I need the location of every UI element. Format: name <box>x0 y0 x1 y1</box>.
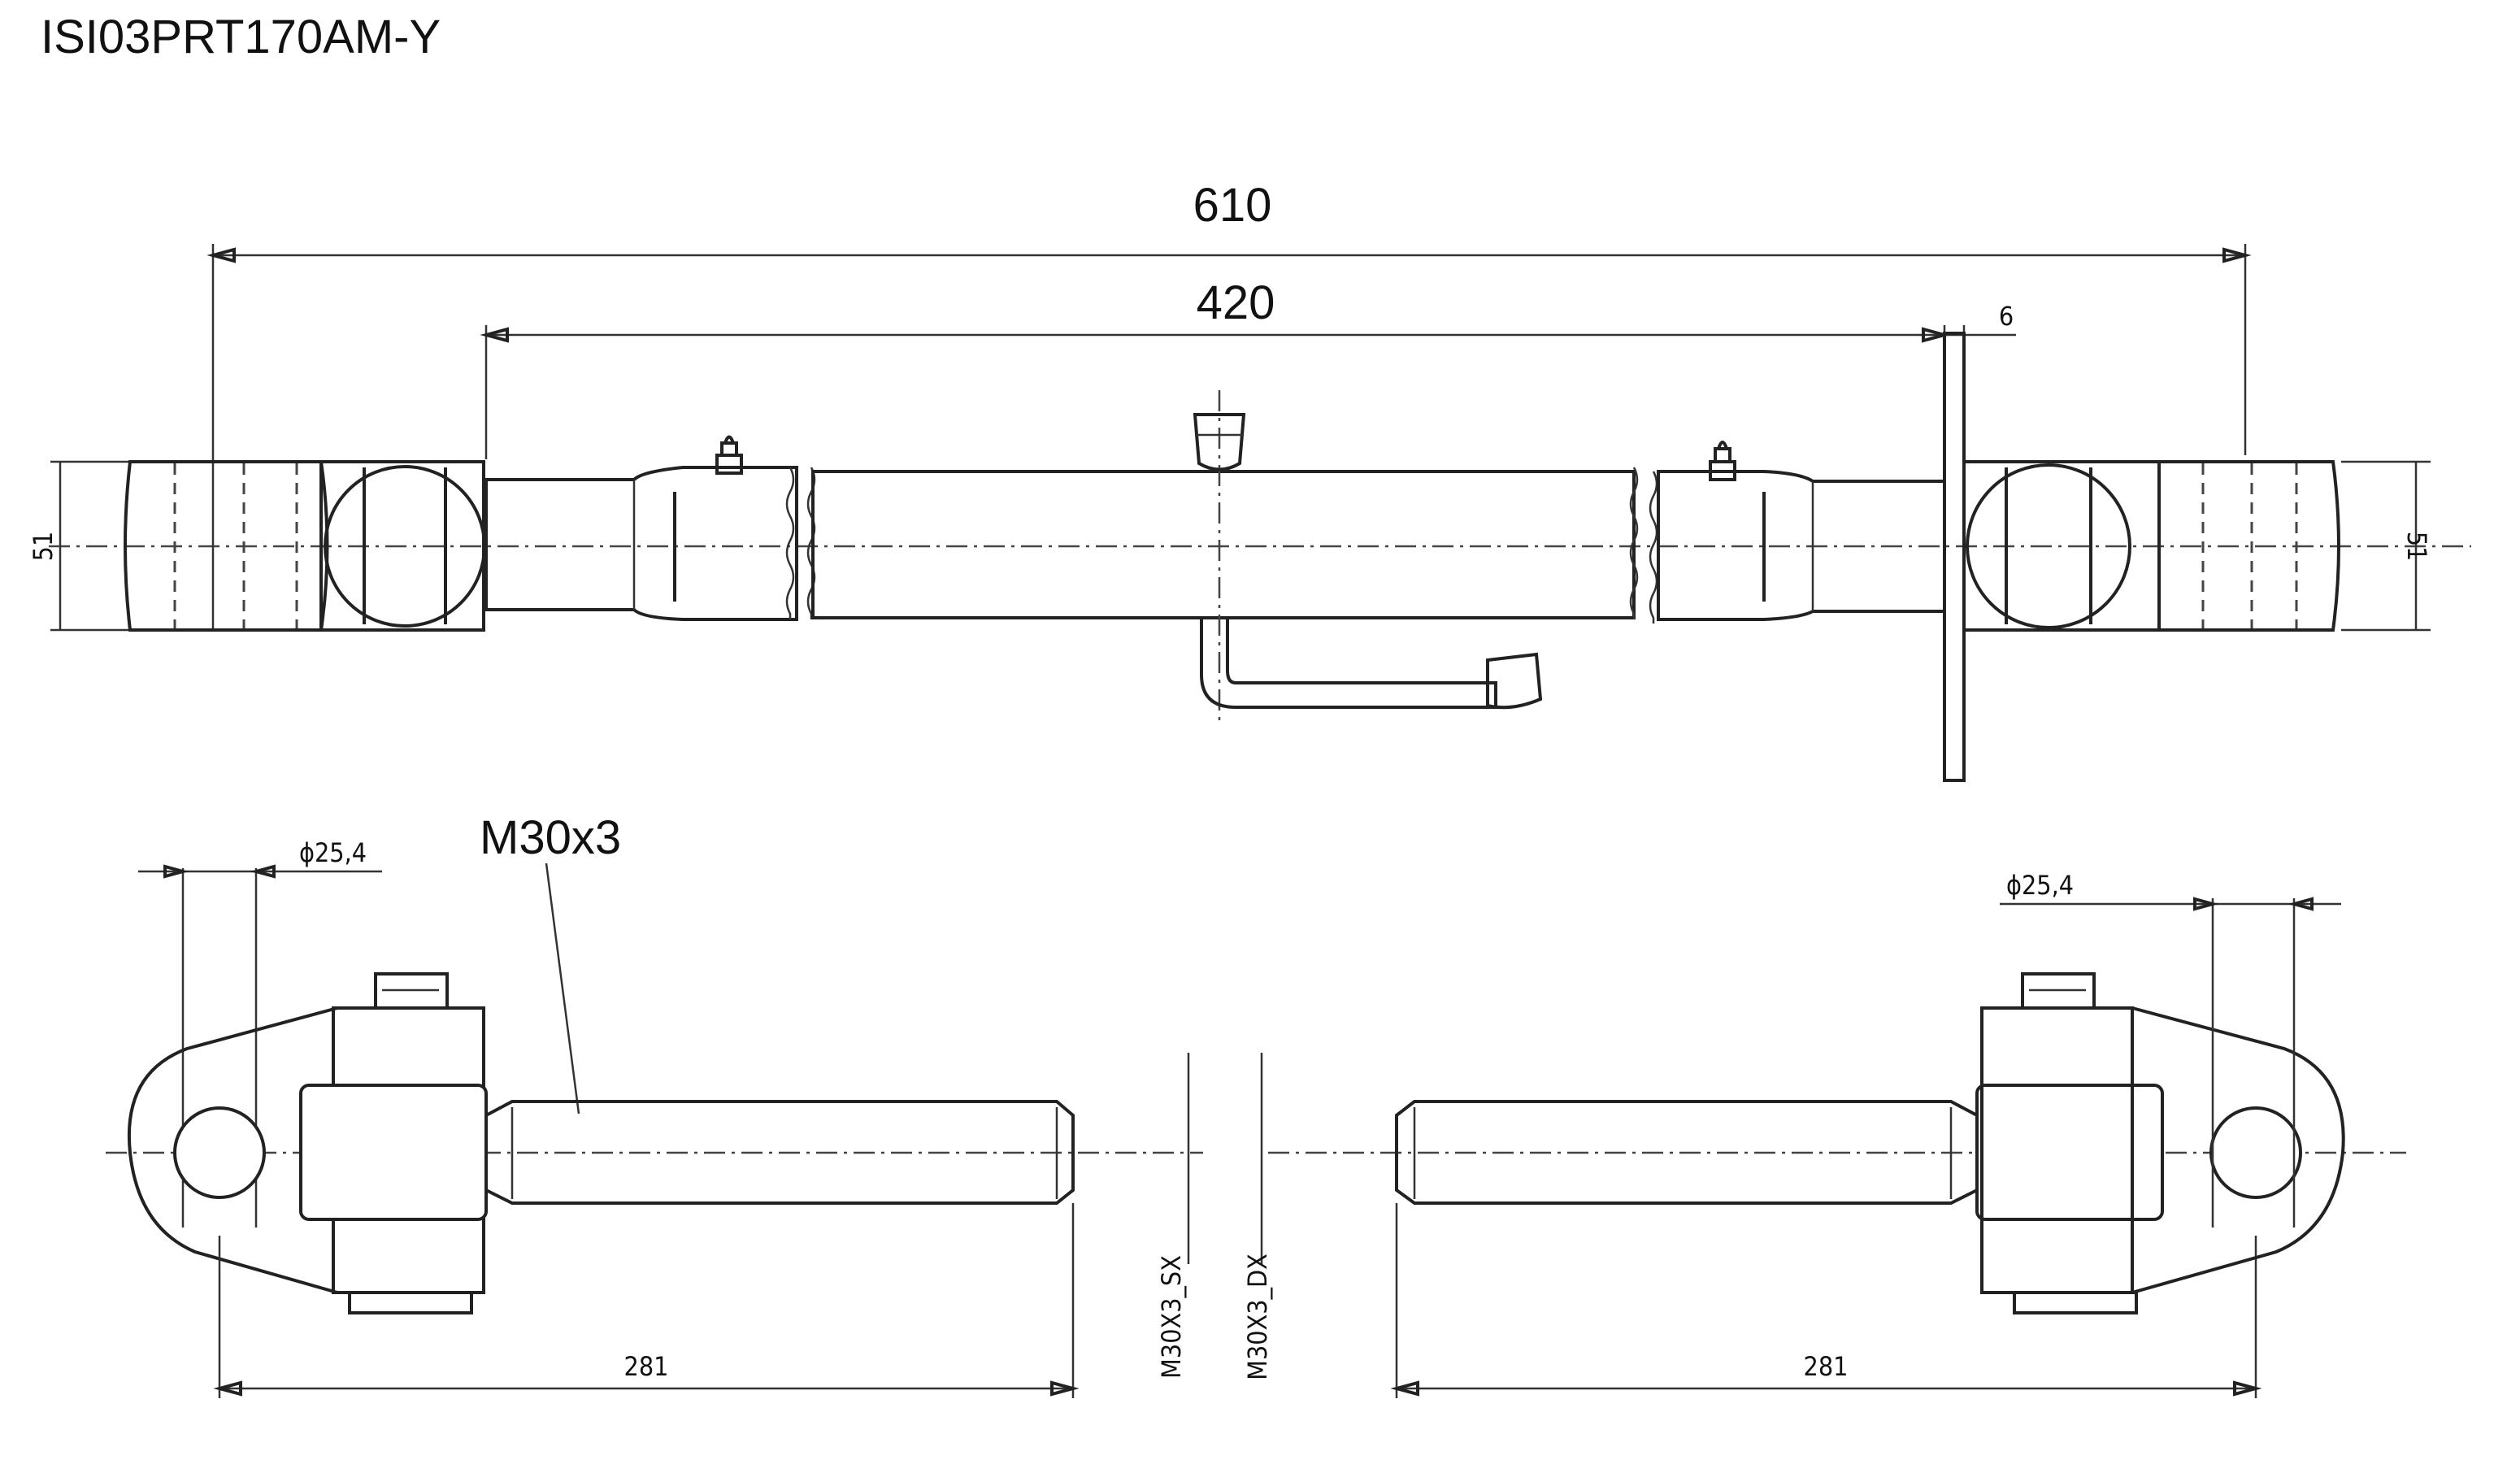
dim-end-height-right: 51 <box>2401 532 2432 562</box>
left-tube-break <box>785 467 795 619</box>
dim-body-length: 420 <box>1197 276 1275 329</box>
right-grease-nipple <box>1714 441 1731 462</box>
dim-overall-length: 610 <box>1193 179 1272 232</box>
dim-420-arrows <box>480 327 1951 343</box>
part-code-title: ISI03PRT170AM-Y <box>41 11 441 63</box>
right-top-nipple <box>2021 972 2096 1010</box>
handle-grip <box>1486 652 1543 710</box>
dim-281-right-arrows <box>1390 1380 2262 1397</box>
pin-diameter-right: ϕ25,4 <box>2006 870 2074 901</box>
top-view: 610 420 6 51 51 <box>28 179 2471 782</box>
left-grease-nipple-base <box>715 454 743 475</box>
right-grease-nipple-base <box>1709 460 1736 481</box>
pin-dia-right-arrows <box>2193 897 2314 911</box>
left-tube <box>484 466 798 621</box>
left-pin-hole <box>173 1106 266 1199</box>
right-ball <box>1966 463 2131 629</box>
left-threaded-shank <box>484 1100 1075 1205</box>
thread-callout-leader <box>545 863 580 1115</box>
thread-label-right: M30X3_DX <box>1242 1254 1273 1380</box>
pin-dia-left-arrows <box>163 864 276 879</box>
dim-610-arrows <box>206 247 2252 263</box>
left-nut <box>299 1084 488 1221</box>
right-nut <box>1975 1084 2164 1221</box>
right-bottom-lug <box>2013 1291 2138 1314</box>
flange-plate <box>1943 332 1966 782</box>
dim-281-left-arrows <box>213 1380 1080 1397</box>
thread-label-left: M30X3_SX <box>1156 1255 1187 1379</box>
dim-end-height-left: 51 <box>28 532 59 562</box>
thread-callout-label: M30x3 <box>480 811 621 864</box>
left-bottom-lug <box>348 1291 473 1314</box>
thread-length-left: 281 <box>624 1351 669 1382</box>
handle-top-knob <box>1193 413 1246 471</box>
bottom-view: M30x3 ϕ25,4 281 M30X3_SX M30X3_DX <box>106 811 2406 1398</box>
pin-diameter-left: ϕ25,4 <box>299 837 367 868</box>
right-end-housing <box>2157 460 2340 632</box>
dim-plate-thickness: 6 <box>1999 301 2014 332</box>
handle-arm <box>1200 619 1497 709</box>
right-tube-break <box>1649 471 1658 624</box>
body-break-left <box>806 467 816 619</box>
body-break-right <box>1629 467 1639 619</box>
right-pin-hole <box>2209 1106 2302 1199</box>
left-fork-body <box>127 1006 338 1294</box>
right-fork-body <box>2131 1006 2345 1294</box>
thread-length-right: 281 <box>1804 1351 1849 1382</box>
center-body <box>811 470 1636 619</box>
left-top-nipple <box>374 972 449 1010</box>
left-grease-nipple <box>720 435 738 455</box>
